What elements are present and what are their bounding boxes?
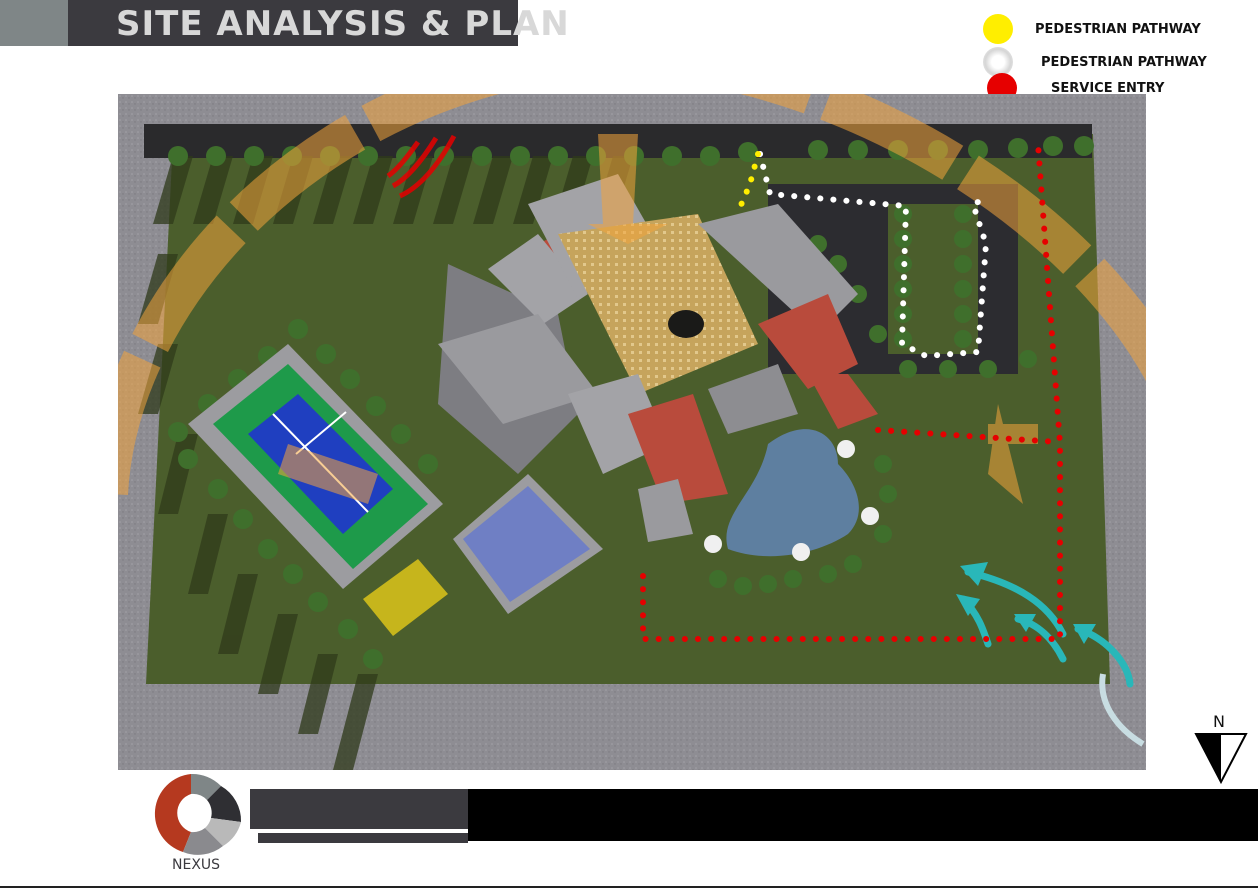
legend-item-white-path: PEDESTRIAN PATHWAY: [983, 47, 1207, 77]
footer-rule: [0, 886, 1258, 888]
yellow-pedestrian-pathway: [735, 151, 761, 215]
white-dot-icon: [983, 47, 1013, 77]
service-pathway: [640, 141, 1063, 642]
yellow-dot-icon: [983, 14, 1013, 44]
wind-arrow-light: [1099, 673, 1145, 747]
white-pedestrian-pathway: [757, 151, 990, 360]
footer-band-black: [468, 789, 1258, 841]
umbrellas: [704, 440, 879, 561]
legend-label: SERVICE ENTRY: [1051, 80, 1165, 96]
nexus-logo-icon: [154, 773, 242, 855]
title-accent-bar: [0, 0, 68, 46]
small-court: [363, 559, 448, 636]
title-bar: [68, 0, 518, 46]
north-arrow-icon: [1194, 733, 1248, 785]
wind-arrowheads: [956, 562, 1096, 644]
legend: PEDESTRIAN PATHWAY PEDESTRIAN PATHWAY SE…: [980, 12, 1250, 107]
vehicle-entry-icon: [386, 134, 457, 199]
pool-trees: [709, 455, 897, 595]
building: [438, 174, 878, 542]
legend-label: PEDESTRIAN PATHWAY: [1035, 21, 1201, 37]
footer-line: [258, 833, 468, 843]
sun-ray-arrows: [278, 134, 1038, 504]
footer-band-grey: [250, 789, 470, 829]
tree-row-left: [168, 319, 438, 669]
basketball-court: [453, 474, 603, 614]
logo-text: NEXUS: [172, 857, 221, 873]
pool: [726, 429, 859, 557]
sun-path-arc-icon: [118, 94, 1146, 496]
north-label: N: [1213, 712, 1225, 731]
legend-item-yellow-path: PEDESTRIAN PATHWAY: [983, 14, 1201, 44]
site-plan: [118, 94, 1146, 770]
legend-label: PEDESTRIAN PATHWAY: [1041, 54, 1207, 70]
page-title: SITE ANALYSIS & PLAN: [116, 4, 570, 44]
